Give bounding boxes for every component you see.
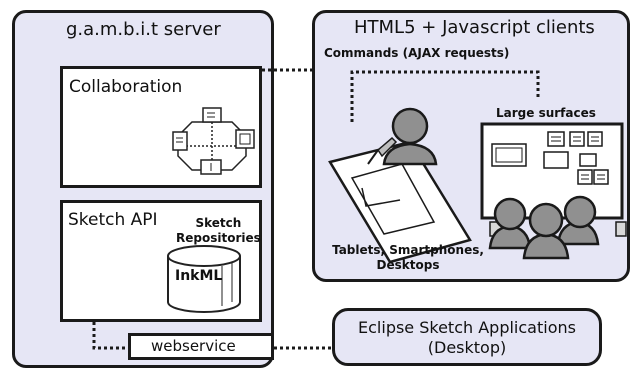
collaboration-title: Collaboration bbox=[69, 77, 183, 97]
sketchapi-to-webservice-connector bbox=[92, 322, 128, 350]
inkml-label: InkML bbox=[175, 268, 223, 284]
sketch-repositories-label: Sketch Repositories bbox=[176, 216, 261, 246]
eclipse-applications-box bbox=[332, 308, 602, 366]
sketch-repositories-line2: Repositories bbox=[176, 231, 261, 245]
tablets-label: Tablets, Smartphones, Desktops bbox=[322, 243, 494, 273]
tablet-user-illustration bbox=[328, 107, 472, 264]
eclipse-label: Eclipse Sketch Applications (Desktop) bbox=[332, 318, 602, 358]
inkml-database-icon bbox=[167, 245, 241, 313]
commands-label: Commands (AJAX requests) bbox=[324, 46, 510, 60]
webservice-label: webservice bbox=[151, 337, 236, 355]
webservice-box bbox=[128, 333, 274, 360]
sketch-repositories-line1: Sketch bbox=[195, 216, 242, 230]
sketch-api-title: Sketch API bbox=[68, 210, 158, 230]
tablets-line2: Desktops bbox=[376, 258, 440, 272]
commands-connector bbox=[350, 70, 540, 122]
connector-lines bbox=[92, 68, 540, 350]
eclipse-line2: (Desktop) bbox=[427, 338, 507, 357]
tablets-line1: Tablets, Smartphones, bbox=[332, 243, 484, 257]
clients-title: HTML5 + Javascript clients bbox=[354, 17, 595, 38]
eclipse-line1: Eclipse Sketch Applications bbox=[358, 318, 576, 337]
large-surface-illustration bbox=[480, 122, 627, 260]
large-surfaces-label: Large surfaces bbox=[496, 106, 596, 120]
collaboration-table-icon bbox=[172, 107, 255, 175]
server-title: g.a.m.b.i.t server bbox=[66, 19, 221, 40]
